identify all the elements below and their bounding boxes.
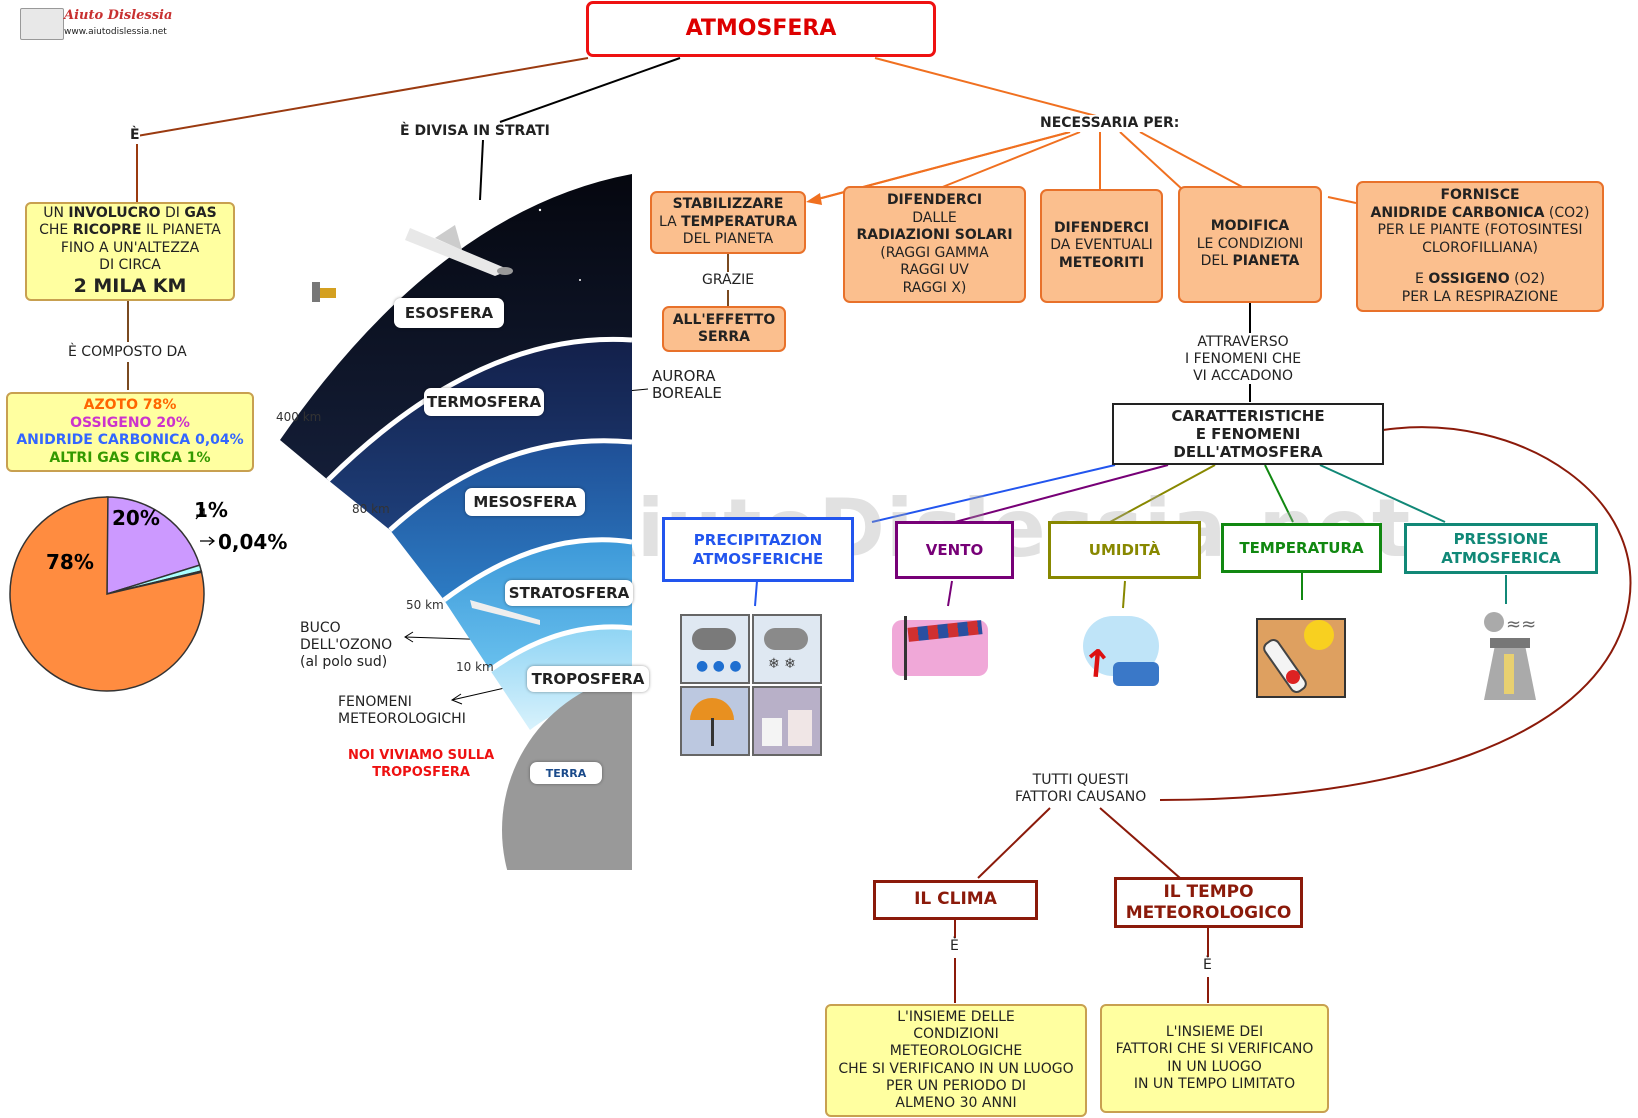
layer-termosfera: TERMOSFERA (424, 388, 544, 416)
link-e-clima: È (950, 938, 959, 955)
modifica-box: MODIFICA LE CONDIZIONI DEL PIANETA (1178, 186, 1322, 303)
link-grazie: GRAZIE (702, 272, 755, 289)
rain-cloud-icon: ● ● ● (680, 614, 750, 684)
title: ATMOSFERA (685, 16, 837, 42)
difenderci-radiazioni-box: DIFENDERCI DALLE RADIAZIONI SOLARI (RAGG… (843, 186, 1026, 303)
km-10: 10 km (456, 660, 494, 674)
logo-url: www.aiutodislessia.net (64, 27, 167, 37)
km-400: 400 km (276, 410, 322, 424)
snow-cloud-icon: ❄ ❄ (752, 614, 822, 684)
space-shuttle-icon (405, 225, 513, 276)
layer-esosfera: ESOSFERA (394, 298, 504, 328)
link-necessaria: NECESSARIA PER: (1040, 115, 1180, 132)
definition-line5: 2 MILA KM (73, 274, 187, 297)
pie-label-20: 20% (112, 506, 160, 530)
gas-altri: ALTRI GAS CIRCA 1% (49, 449, 211, 466)
humidity-icon: ↗ (1071, 612, 1165, 694)
snowy-houses-icon (752, 686, 822, 756)
title-box: ATMOSFERA (586, 1, 936, 57)
km-80: 80 km (352, 502, 390, 516)
pie-slice-ossigeno (106, 496, 201, 596)
gases-box: AZOTO 78% OSSIGENO 20% ANIDRIDE CARBONIC… (6, 392, 254, 472)
layer-mesosfera: MESOSFERA (465, 488, 585, 516)
pie-leader-line (195, 508, 205, 520)
barometer-icon: ≈≈ (1470, 608, 1550, 700)
gas-ossigeno: OSSIGENO 20% (70, 414, 190, 431)
definition-line2: CHE RICOPRE IL PIANETA (39, 222, 221, 239)
link-divisa: È DIVISA IN STRATI (400, 123, 550, 140)
earth-label: TERRA (530, 762, 602, 784)
km-50: 50 km (406, 598, 444, 612)
gas-anidride: ANIDRIDE CARBONICA 0,04% (16, 432, 244, 448)
link-e: È (130, 127, 140, 144)
clima-box: IL CLIMA (873, 880, 1038, 920)
fornisce-box: FORNISCE ANIDRIDE CARBONICA (CO2) PER LE… (1356, 181, 1604, 312)
link-composto: È COMPOSTO DA (68, 344, 187, 361)
phenomenon-vento: VENTO (895, 521, 1014, 579)
thermometer-sun-icon (1252, 614, 1348, 698)
link-e-tempo: È (1203, 957, 1212, 974)
phenomenon-umidita: UMIDITÀ (1048, 521, 1201, 579)
airplane-icon (470, 600, 540, 625)
windsock-icon (890, 614, 990, 682)
phenomenon-temperatura: TEMPERATURA (1221, 523, 1382, 573)
logo-brand: Aiuto Dislessia (64, 8, 173, 23)
pie-label-004: 0,04% (218, 530, 287, 554)
definition-box: UN INVOLUCRO DI GAS CHE RICOPRE IL PIANE… (25, 202, 235, 301)
definition-line3: FINO A UN'ALTEZZA (60, 239, 200, 256)
book-icon (20, 8, 64, 40)
satellite-icon (312, 282, 336, 302)
umbrella-storm-icon (680, 686, 750, 756)
layer-troposfera: TROPOSFERA (527, 666, 649, 692)
definition-line1: UN INVOLUCRO DI GAS (43, 204, 217, 221)
pie-label-1: 1% (194, 498, 228, 522)
gas-pie-chart: 78% 20% 1% 0,04% (9, 496, 287, 692)
pie-label-78: 78% (46, 550, 94, 574)
pie-slice-azoto (9, 496, 205, 692)
stabilizzare-box: STABILIZZARE LA TEMPERATURA DEL PIANETA (650, 191, 806, 254)
layer-stratosfera: STRATOSFERA (505, 580, 633, 606)
pie-leader-line (200, 536, 216, 546)
definition-line4: DI CIRCA (99, 257, 161, 274)
gas-azoto: AZOTO 78% (83, 397, 177, 413)
logo[interactable]: Aiuto Dislessia www.aiutodislessia.net (20, 6, 180, 42)
difenderci-meteoriti-box: DIFENDERCI DA EVENTUALI METEORITI (1040, 189, 1163, 303)
